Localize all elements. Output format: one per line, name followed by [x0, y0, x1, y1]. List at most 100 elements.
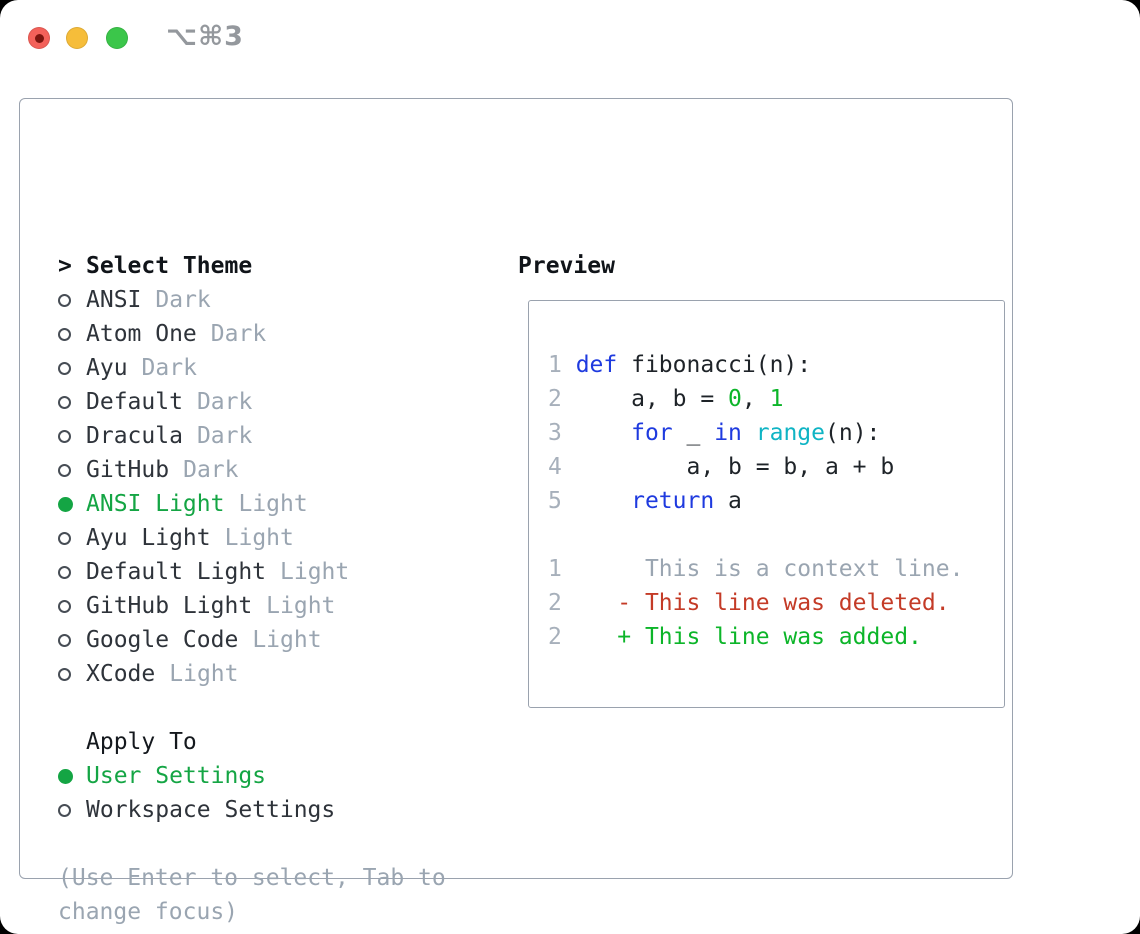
apply-to-item[interactable]: User Settings	[58, 759, 335, 793]
window-title: ⌥⌘3	[166, 21, 244, 52]
item-label: GitHub	[86, 457, 170, 483]
item-tag: Light	[266, 593, 336, 619]
code-line: 1 This is a context line.	[548, 552, 1004, 586]
item-label: XCode	[86, 661, 156, 687]
select-theme-title: Select Theme	[86, 253, 253, 279]
item-tag: Dark	[155, 287, 211, 313]
theme-item[interactable]: ANSI Dark	[58, 283, 349, 317]
item-tag: Dark	[210, 321, 267, 347]
close-button[interactable]	[28, 27, 50, 49]
radio-empty-icon	[58, 395, 86, 409]
radio-selected-icon	[58, 496, 86, 512]
item-label: Ayu Light	[86, 525, 211, 551]
code-segment: in	[714, 420, 742, 446]
code-line: 5 return a	[548, 484, 1004, 518]
theme-item[interactable]: ANSI Light Light	[58, 487, 349, 521]
item-label: Default Light	[86, 559, 267, 585]
line-number: 4	[548, 454, 576, 480]
theme-item[interactable]: Google Code Light	[58, 623, 349, 657]
line-number: 2	[548, 624, 576, 650]
radio-empty-icon	[58, 327, 86, 341]
radio-empty-icon	[58, 429, 86, 443]
code-line: 2 - This line was deleted.	[548, 586, 1004, 620]
theme-item[interactable]: Atom One Dark	[58, 317, 349, 351]
radio-empty-icon	[58, 599, 86, 613]
item-tag: Light	[252, 627, 322, 653]
code-segment	[742, 420, 756, 446]
preview-header: Preview	[518, 249, 615, 283]
line-number: 2	[548, 590, 576, 616]
preview-title: Preview	[518, 253, 615, 279]
code-line: 2 a, b = 0, 1	[548, 382, 1004, 416]
radio-empty-icon	[58, 565, 86, 579]
item-label: Default	[86, 389, 183, 415]
code-segment: a	[714, 488, 742, 514]
code-segment: ,	[741, 386, 770, 412]
code-segment: return	[631, 488, 715, 514]
code-segment: for	[631, 420, 673, 446]
code-segment: a, b = b, a + b	[575, 454, 895, 480]
item-tag: Dark	[196, 389, 253, 415]
cursor-icon: >	[58, 253, 72, 279]
code-segment: range	[755, 420, 825, 446]
code-segment	[576, 420, 631, 446]
item-label: ANSI	[86, 287, 142, 313]
code-line: 4 a, b = b, a + b	[548, 450, 1004, 484]
theme-item[interactable]: Dracula Dark	[58, 419, 349, 453]
select-theme-header: > Select Theme	[58, 249, 349, 283]
item-label: Ayu	[86, 355, 128, 381]
item-label: User Settings	[86, 763, 267, 789]
code-segment: - This line was deleted.	[575, 590, 950, 616]
code-segment: + This line was added.	[575, 624, 922, 650]
line-number	[548, 522, 576, 548]
code-segment: fibonacci(n):	[617, 352, 812, 378]
radio-selected-icon	[58, 768, 86, 784]
item-tag: Dark	[183, 457, 239, 483]
theme-item[interactable]: Default Dark	[58, 385, 349, 419]
code-segment: (n):	[825, 420, 881, 446]
item-tag: Dark	[196, 423, 253, 449]
item-tag: Light	[238, 491, 308, 517]
item-label: Google Code	[86, 627, 239, 653]
code-segment: 0	[728, 386, 742, 412]
close-icon	[34, 33, 44, 43]
radio-empty-icon	[58, 463, 86, 477]
theme-item[interactable]: GitHub Light Light	[58, 589, 349, 623]
radio-empty-icon	[58, 667, 86, 681]
minimize-button[interactable]	[66, 27, 88, 49]
radio-empty-icon	[58, 531, 86, 545]
line-number: 5	[548, 488, 576, 514]
line-number: 2	[548, 386, 576, 412]
apply-to-item[interactable]: Workspace Settings	[58, 793, 335, 827]
line-number: 1	[548, 352, 576, 378]
code-segment: This is a context line.	[575, 556, 964, 582]
code-line: 1 def fibonacci(n):	[548, 348, 1004, 382]
theme-item[interactable]: GitHub Dark	[58, 453, 349, 487]
maximize-button[interactable]	[106, 27, 128, 49]
radio-empty-icon	[58, 633, 86, 647]
code-segment: a, b =	[575, 386, 729, 412]
code-segment: _	[672, 420, 715, 446]
code-line	[548, 518, 1004, 552]
code-segment: 1	[769, 386, 784, 412]
line-number: 3	[548, 420, 576, 446]
apply-to-header: Apply To	[58, 725, 335, 759]
code-segment: def	[575, 352, 618, 378]
item-label: Dracula	[86, 423, 183, 449]
item-label: ANSI Light	[86, 491, 225, 517]
item-label: Atom One	[86, 321, 197, 347]
apply-to-title: Apply To	[86, 729, 197, 755]
item-label: GitHub Light	[86, 593, 253, 619]
